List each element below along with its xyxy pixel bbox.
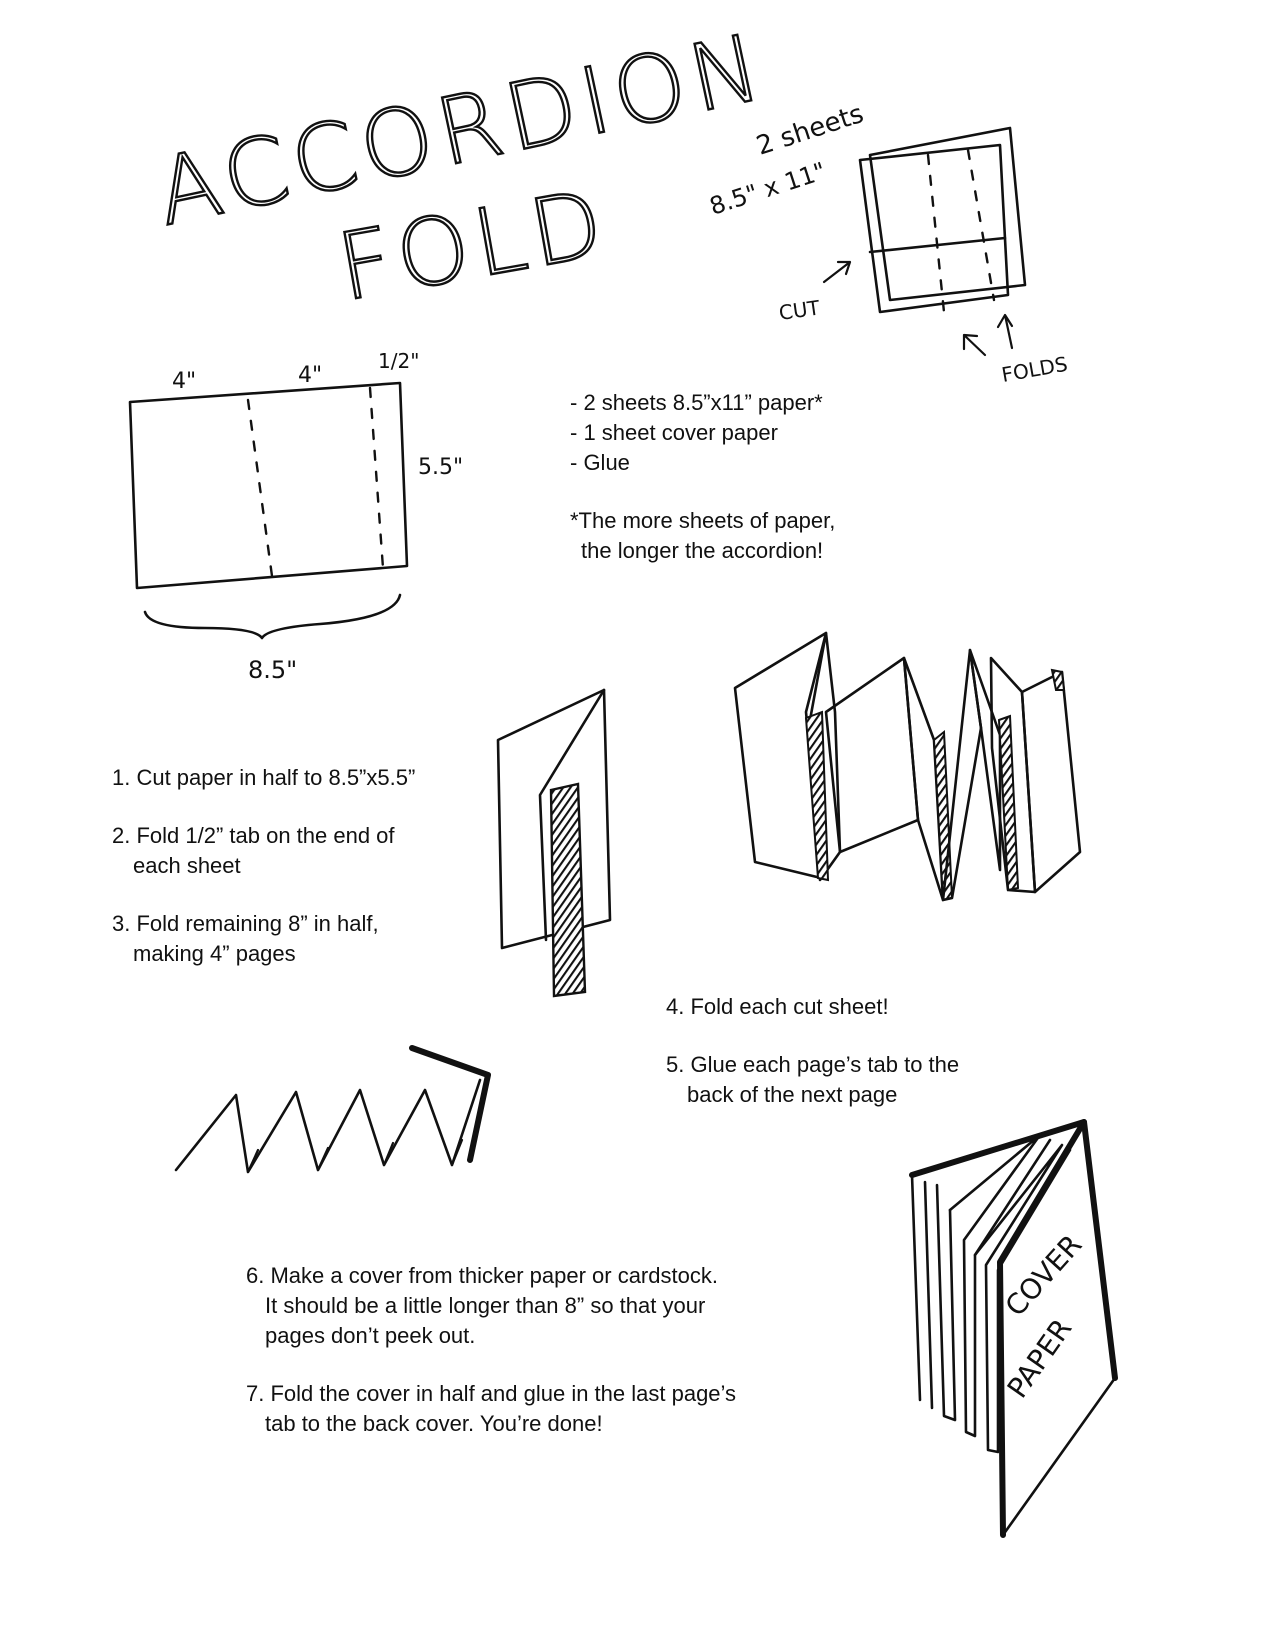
step-6-line-2: It should be a little longer than 8” so … (265, 1293, 706, 1318)
step-5-line-2: back of the next page (687, 1082, 898, 1107)
step-6-line-1: 6. Make a cover from thicker paper or ca… (246, 1263, 718, 1288)
arrow-icon (962, 333, 987, 357)
materials-note-line-2: the longer the accordion! (581, 538, 824, 563)
step-5-line-1: 5. Glue each page’s tab to the (666, 1052, 960, 1077)
finished-book-drawing: COVER PAPER (909, 1119, 1118, 1538)
material-item: - 1 sheet cover paper (570, 420, 778, 445)
page-width-b-label: 4" (298, 363, 322, 388)
step-2-line-1: 2. Fold 1/2” tab on the end of (112, 823, 395, 848)
steps-6-to-7: 6. Make a cover from thicker paper or ca… (246, 1261, 736, 1439)
materials-note-line-1: *The more sheets of paper, (570, 508, 836, 533)
step-3-line-2: making 4” pages (133, 941, 296, 966)
steps-4-to-5: 4. Fold each cut sheet! 5. Glue each pag… (666, 992, 959, 1110)
cover-lettering-line-2: PAPER (1001, 1313, 1079, 1404)
accordion-drawing (733, 631, 1082, 902)
steps-1-to-3: 1. Cut paper in half to 8.5”x5.5” 2. Fol… (112, 763, 415, 969)
height-label: 5.5" (418, 455, 463, 480)
materials-list: - 2 sheets 8.5”x11” paper* - 1 sheet cov… (570, 388, 835, 566)
step-4: 4. Fold each cut sheet! (666, 994, 889, 1019)
step-3-line-1: 3. Fold remaining 8” in half, (112, 911, 379, 936)
tab-width-label: 1/2" (378, 349, 419, 373)
sheets-size-label: 8.5" x 11" (706, 157, 829, 221)
hatch-fill (549, 782, 587, 998)
step-1: 1. Cut paper in half to 8.5”x5.5” (112, 765, 416, 790)
cut-label: CUT (777, 295, 822, 325)
folds-label: FOLDS (1000, 352, 1070, 387)
step-7-line-1: 7. Fold the cover in half and glue in th… (246, 1381, 737, 1406)
material-item: - 2 sheets 8.5”x11” paper* (570, 390, 823, 415)
arrow-icon (996, 313, 1014, 350)
step-2-line-2: each sheet (133, 853, 241, 878)
two-sheets-diagram: 2 sheets 8.5" x 11" CUT FOLDS (706, 99, 1069, 387)
title: ACCORDION FOLD (146, 12, 776, 323)
zigzag-diagram (174, 1045, 491, 1174)
step-6-line-3: pages don’t peek out. (265, 1323, 476, 1348)
arrow-icon (822, 260, 852, 284)
page-width-a-label: 4" (172, 369, 196, 394)
cut-sheet-diagram: 4" 4" 1/2" 5.5" 8.5" (128, 349, 463, 684)
folded-sheet-drawing (496, 688, 612, 998)
material-item: - Glue (570, 450, 630, 475)
step-7-line-2: tab to the back cover. You’re done! (265, 1411, 603, 1436)
total-width-label: 8.5" (248, 656, 297, 684)
